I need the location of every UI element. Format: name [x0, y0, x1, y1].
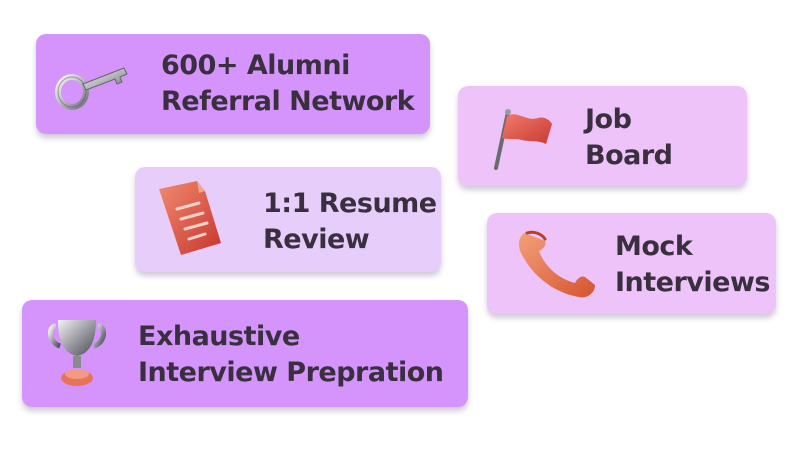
key-icon [55, 67, 128, 110]
job-board-line-1: Job [585, 104, 632, 135]
interview-preparation-line-1: Exhaustive [138, 321, 300, 352]
job-board-line-2: Board [585, 140, 673, 171]
resume-review-line-2: Review [263, 224, 370, 255]
interview-preparation-card: Exhaustive Interview Prepration [22, 300, 468, 407]
phone-icon [518, 230, 595, 298]
resume-review-line-1: 1:1 Resume [263, 188, 437, 219]
flag-icon [494, 109, 552, 170]
resume-review-text: 1:1 Resume Review [263, 186, 437, 258]
document-icon [159, 181, 221, 255]
alumni-referral-text: 600+ Alumni Referral Network [161, 48, 415, 120]
interview-preparation-line-2: Interview Prepration [138, 357, 444, 388]
alumni-referral-card: 600+ Alumni Referral Network [36, 34, 430, 134]
trophy-icon [48, 320, 106, 386]
job-board-card: Job Board [458, 86, 747, 186]
interview-preparation-text: Exhaustive Interview Prepration [138, 319, 444, 391]
alumni-referral-line-2: Referral Network [161, 86, 415, 117]
job-board-text: Job Board [585, 102, 673, 174]
mock-interviews-line-2: Interviews [615, 267, 770, 298]
mock-interviews-line-1: Mock [615, 231, 693, 262]
alumni-referral-line-1: 600+ Alumni [161, 50, 350, 81]
mock-interviews-card: Mock Interviews [487, 213, 776, 314]
mock-interviews-text: Mock Interviews [615, 229, 770, 301]
resume-review-card: 1:1 Resume Review [135, 167, 441, 272]
